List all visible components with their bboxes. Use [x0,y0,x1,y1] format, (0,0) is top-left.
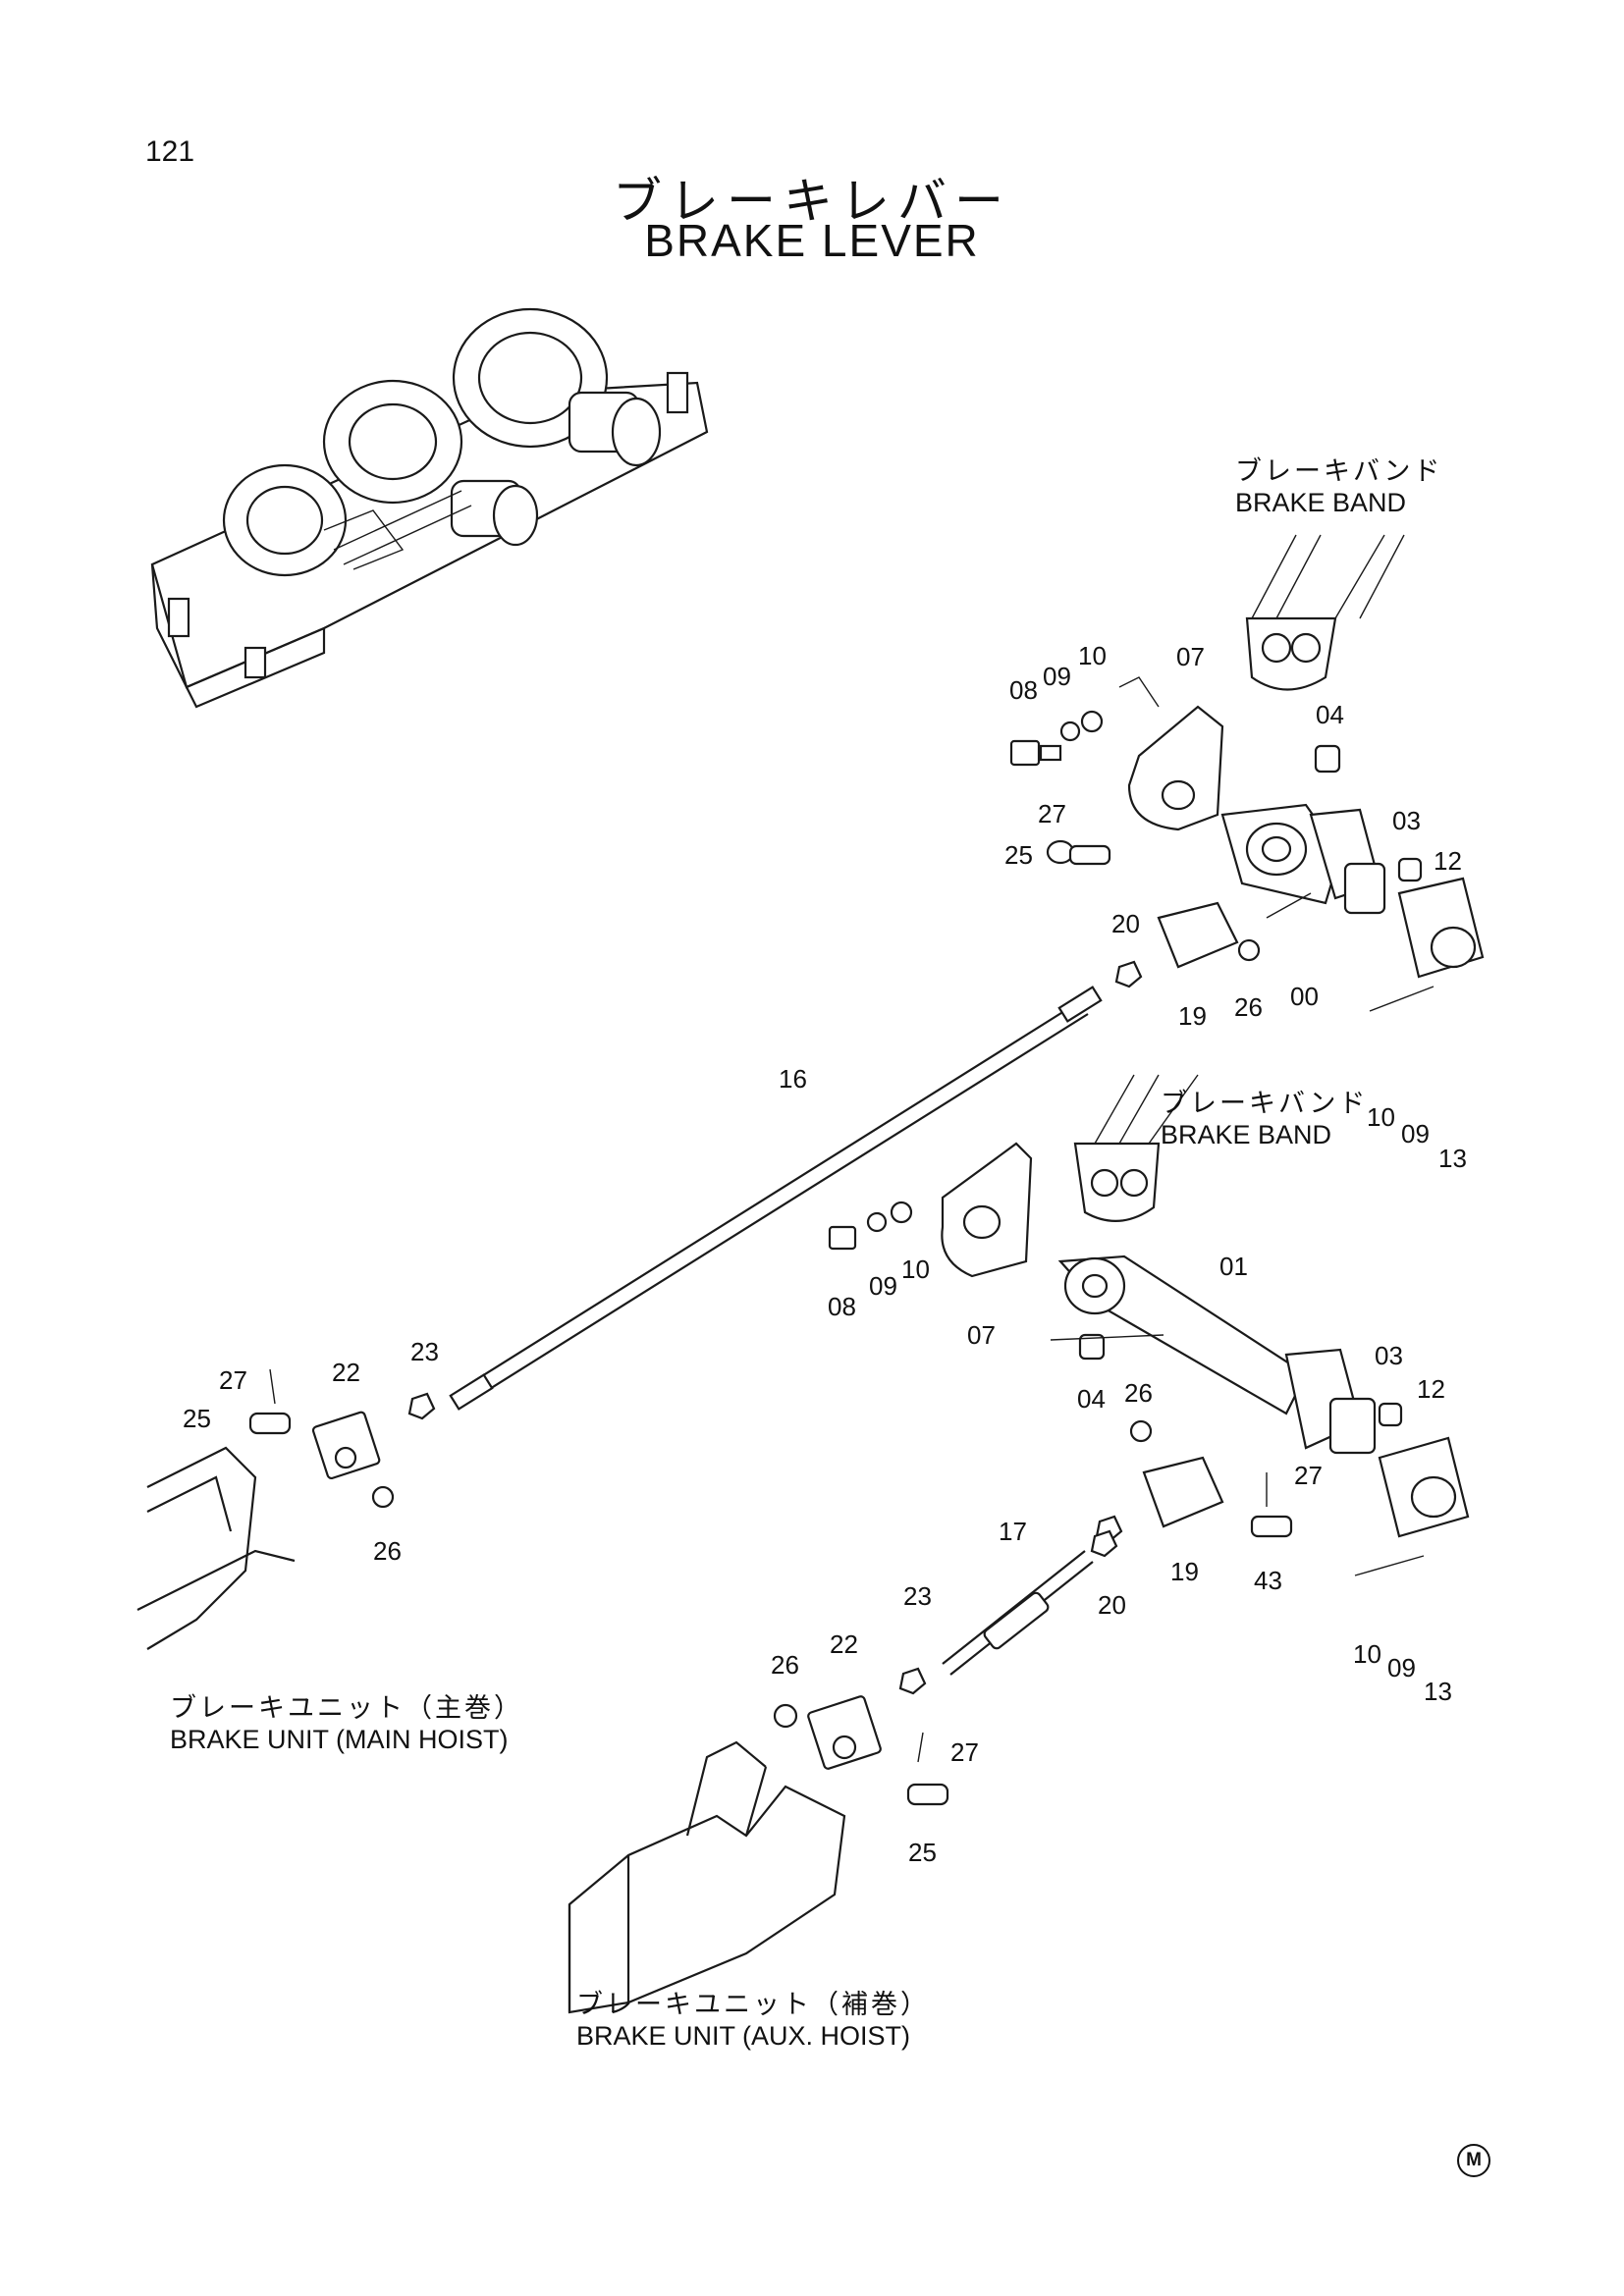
part-number-label: 12 [1434,846,1462,876]
part-number-label: 22 [830,1629,858,1659]
callout-label-en: BRAKE UNIT (MAIN HOIST) [170,1725,509,1754]
part-number-label: 19 [1178,1001,1207,1031]
part-number-label: 10 [1353,1639,1381,1669]
part-number-label: 09 [869,1271,897,1301]
page-number: 121 [145,135,195,168]
part-number-label: 09 [1401,1119,1430,1148]
brake-band-lower-illustration [1073,1074,1199,1222]
callout-label-jp: ブレーキバンド [1161,1089,1369,1118]
part-number-label: 43 [1254,1566,1282,1595]
winch-overview-illustration [150,307,709,709]
part-number-label: 20 [1111,909,1140,938]
aux-rod-17-illustration [942,1529,1118,1676]
callout-label-jp: ブレーキユニット（補巻） [576,1990,930,2019]
part-number-label: 22 [332,1358,360,1387]
part-number-label: 17 [999,1517,1027,1546]
part-number-label: 04 [1077,1384,1106,1414]
part-number-label: 13 [1424,1677,1452,1706]
part-number-label: 25 [1004,840,1033,870]
aux-hoist-linkage-illustration [568,1667,949,2014]
callout-brake-band-upper: ブレーキバンド BRAKE BAND [1235,450,1442,518]
part-number-label: 23 [903,1581,932,1611]
page-title-english: BRAKE LEVER [644,215,980,266]
part-number-label: 07 [1176,642,1205,671]
part-number-label: 10 [901,1255,930,1284]
page-title-japanese: ブレーキレバー [613,174,1011,229]
rod-16-illustration [449,986,1103,1411]
callout-label-jp: ブレーキユニット（主巻） [170,1693,523,1723]
part-number-label: 04 [1316,700,1344,729]
part-number-label: 25 [908,1838,937,1867]
part-number-label: 26 [771,1650,799,1680]
part-number-label: 12 [1417,1374,1445,1404]
part-number-label: 23 [410,1337,439,1366]
callout-brake-band-lower: ブレーキバンド BRAKE BAND [1161,1082,1368,1150]
callout-brake-unit-aux-hoist: ブレーキユニット（補巻） BRAKE UNIT (AUX. HOIST) [576,1983,930,2052]
part-number-label: 27 [219,1365,247,1395]
part-number-label: 10 [1367,1102,1395,1132]
part-number-label: 09 [1387,1653,1416,1682]
brake-band-upper-illustration [1245,534,1405,691]
part-number-label: 03 [1375,1341,1403,1370]
callout-label-en: BRAKE UNIT (AUX. HOIST) [576,2021,911,2051]
part-number-label: 26 [1124,1378,1153,1408]
callout-label-jp: ブレーキバンド [1235,456,1443,486]
part-number-label: 26 [1234,992,1263,1022]
part-number-label: 25 [183,1404,211,1433]
part-number-label: 13 [1438,1144,1467,1173]
part-number-label: 08 [828,1292,856,1321]
part-number-label: 20 [1098,1590,1126,1620]
main-hoist-linkage-illustration [136,1368,436,1650]
maker-mark-icon: M [1457,2144,1490,2177]
part-number-label: 01 [1219,1252,1248,1281]
part-number-label: 26 [373,1536,402,1566]
part-number-label: 07 [967,1320,996,1350]
part-number-label: 08 [1009,675,1038,705]
part-number-label: 09 [1043,662,1071,691]
callout-brake-unit-main-hoist: ブレーキユニット（主巻） BRAKE UNIT (MAIN HOIST) [170,1686,523,1755]
part-number-label: 27 [1038,799,1066,828]
part-number-label: 10 [1078,641,1107,670]
part-number-label: 16 [779,1064,807,1094]
lower-brake-lever-assembly [828,1142,1470,1576]
part-number-label: 03 [1392,806,1421,835]
callout-label-en: BRAKE BAND [1235,488,1407,517]
part-number-label: 00 [1290,982,1319,1011]
upper-brake-lever-assembly [1009,676,1485,1012]
part-number-label: 27 [1294,1461,1323,1490]
callout-label-en: BRAKE BAND [1161,1120,1332,1149]
part-number-label: 27 [950,1737,979,1767]
part-number-label: 19 [1170,1557,1199,1586]
